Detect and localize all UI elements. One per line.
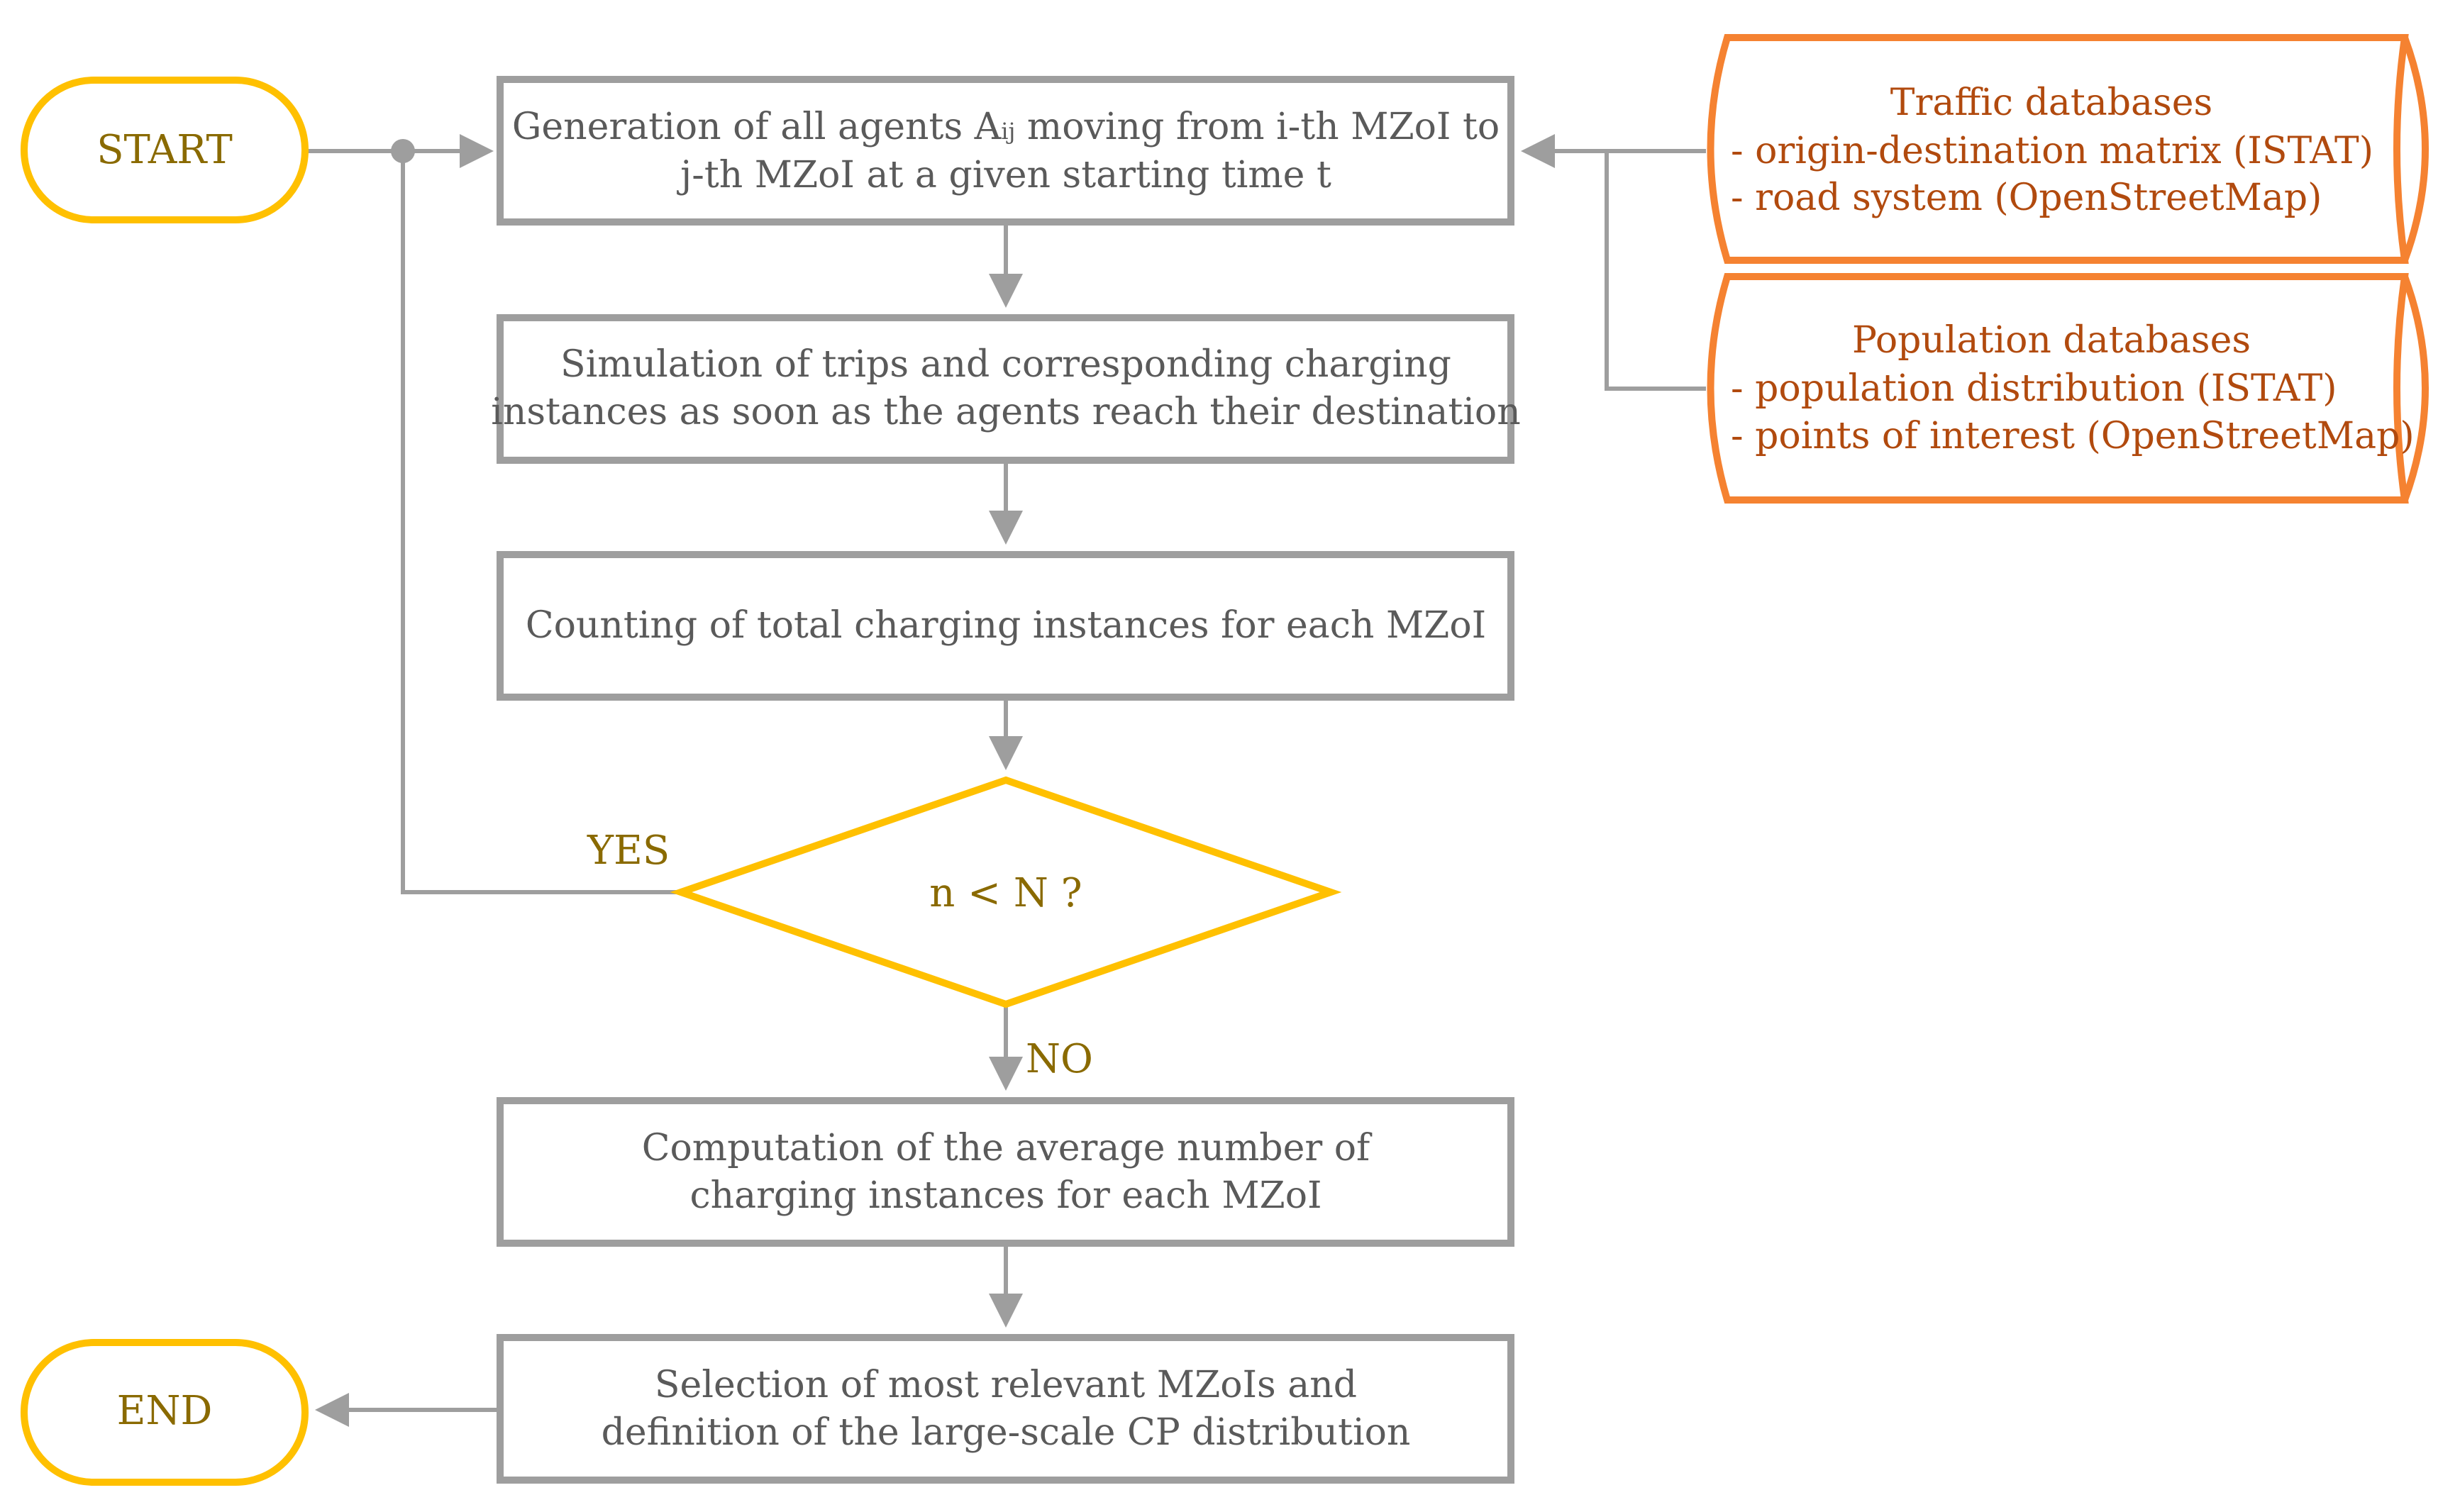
end-terminal: END: [21, 1339, 309, 1486]
generation-line-2: j-th MZoI at a given starting time t: [677, 154, 1331, 196]
population-database-item: - points of interest (OpenStreetMap): [1731, 415, 2415, 457]
selection-line-2: definition of the large-scale CP distrib…: [602, 1411, 1411, 1454]
generation-line-1: Generation of all agents Aij moving from…: [512, 106, 1500, 148]
computation-line-2: charging instances for each MZoI: [689, 1174, 1322, 1217]
simulation-line-1: Simulation of trips and corresponding ch…: [560, 343, 1451, 386]
counting-line-1: Counting of total charging instances for…: [526, 604, 1486, 647]
traffic-database-item: - road system (OpenStreetMap): [1731, 177, 2322, 219]
traffic-database-title: Traffic databases: [1890, 82, 2212, 124]
counting-box: Counting of total charging instances for…: [497, 551, 1514, 701]
population-database-item: - population distribution (ISTAT): [1731, 367, 2337, 410]
decision-text: n < N ?: [929, 870, 1082, 916]
end-label: END: [117, 1388, 213, 1434]
generation-box: Generation of all agents Aij moving from…: [497, 76, 1514, 226]
yes-label: YES: [587, 828, 670, 874]
computation-line-1: Computation of the average number of: [642, 1127, 1373, 1169]
simulation-box: Simulation of trips and corresponding ch…: [491, 314, 1521, 464]
start-label: START: [96, 127, 233, 173]
traffic-database-item: - origin-destination matrix (ISTAT): [1731, 130, 2373, 172]
computation-box: Computation of the average number of cha…: [497, 1097, 1514, 1247]
traffic-database: [1707, 34, 2429, 264]
population-database-title: Population databases: [1852, 319, 2251, 362]
selection-line-1: Selection of most relevant MZoIs and: [655, 1364, 1357, 1406]
decision-diamond: n < N ?: [670, 776, 1342, 1008]
yes-loop-line: [401, 151, 681, 894]
population-to-main-line: [1605, 151, 1706, 391]
population-database: [1707, 273, 2429, 504]
start-terminal: START: [21, 77, 309, 223]
connectors: [305, 134, 1706, 1427]
selection-box: Selection of most relevant MZoIs and def…: [497, 1334, 1514, 1484]
simulation-line-2: instances as soon as the agents reach th…: [491, 391, 1520, 433]
no-label: NO: [1026, 1036, 1093, 1082]
